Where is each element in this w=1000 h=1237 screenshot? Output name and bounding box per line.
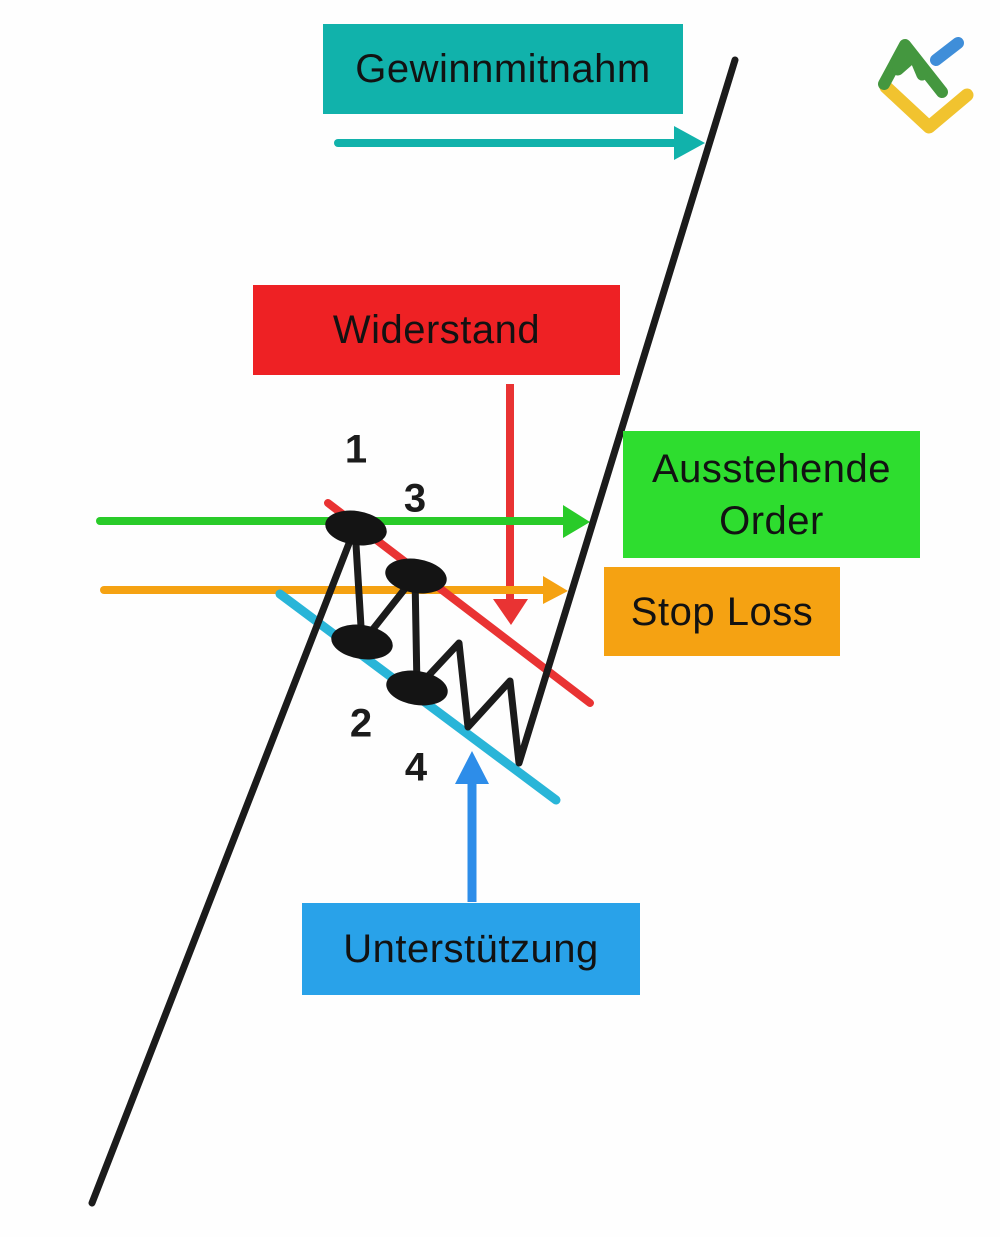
- pending-order-text-line1: Ausstehende: [651, 446, 891, 491]
- support-text: Unterstützung: [343, 927, 599, 971]
- resistance-label: Widerstand: [253, 285, 620, 375]
- stop-loss-text: Stop Loss: [630, 589, 814, 634]
- swing-dot-3: [385, 558, 447, 594]
- touch-point-4: 4: [404, 745, 428, 790]
- touch-point-2: 2: [349, 701, 373, 746]
- support-label: Unterstützung: [302, 903, 640, 995]
- touch-point-1: 1: [344, 427, 368, 472]
- swing-dot-1: [325, 510, 387, 546]
- logo-green-hook: [892, 50, 928, 81]
- take-profit-arrow: [334, 126, 705, 160]
- swing-dot-4: [386, 670, 448, 706]
- price-zigzag-line: [88, 56, 739, 1207]
- stop-loss-arrow: [100, 576, 568, 604]
- resistance-text: Widerstand: [332, 308, 541, 352]
- logo-green-chevron: [878, 39, 948, 98]
- logo-blue-dash: [930, 37, 964, 66]
- support-arrow: [455, 751, 489, 902]
- take-profit-text: Gewinnmitnahm: [355, 47, 651, 91]
- logo-yellow-check: [879, 80, 974, 134]
- pending-order-text-line2: Order: [719, 498, 824, 543]
- swing-dot-2: [331, 624, 393, 660]
- stop-loss-label: Stop Loss: [604, 567, 840, 656]
- litefinance-logo-icon: [878, 37, 974, 134]
- resistance-arrow: [493, 384, 528, 625]
- touch-point-3: 3: [403, 476, 427, 521]
- pending-order-label: Ausstehende Order: [623, 431, 920, 558]
- take-profit-label: Gewinnmitnahm: [323, 24, 683, 114]
